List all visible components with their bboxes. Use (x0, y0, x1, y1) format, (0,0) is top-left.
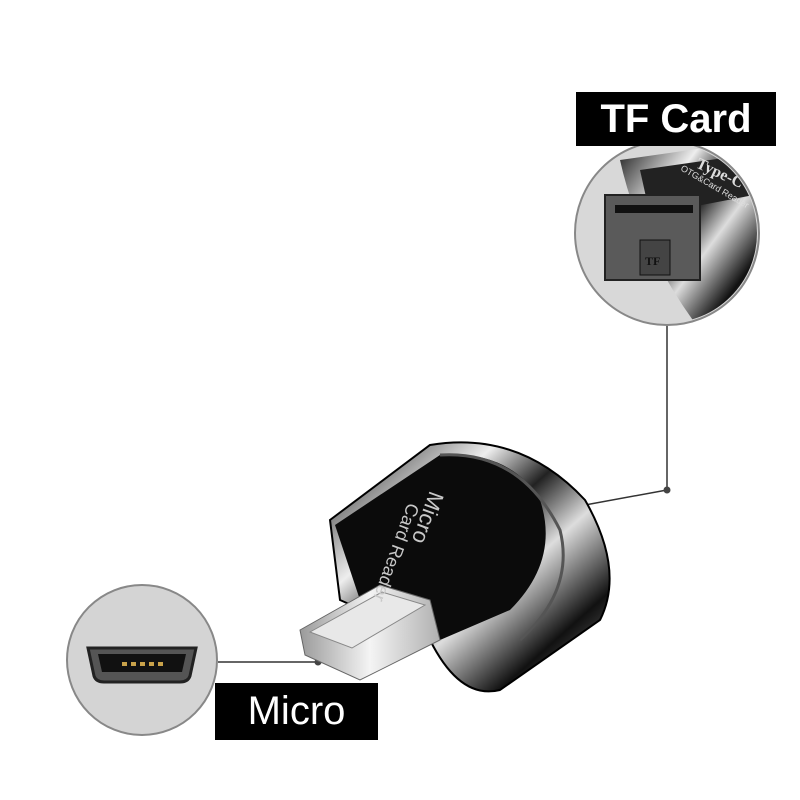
micro-port-magnifier (66, 584, 218, 736)
slot-mark-tf: TF (645, 254, 660, 268)
micro-label: Micro (215, 683, 378, 740)
tf-card-label: TF Card (576, 92, 776, 146)
tf-slot-magnifier: TF Type-C OTG&Card Reader (574, 140, 760, 326)
card-reader-device: Micro Card Reader (299, 441, 611, 693)
